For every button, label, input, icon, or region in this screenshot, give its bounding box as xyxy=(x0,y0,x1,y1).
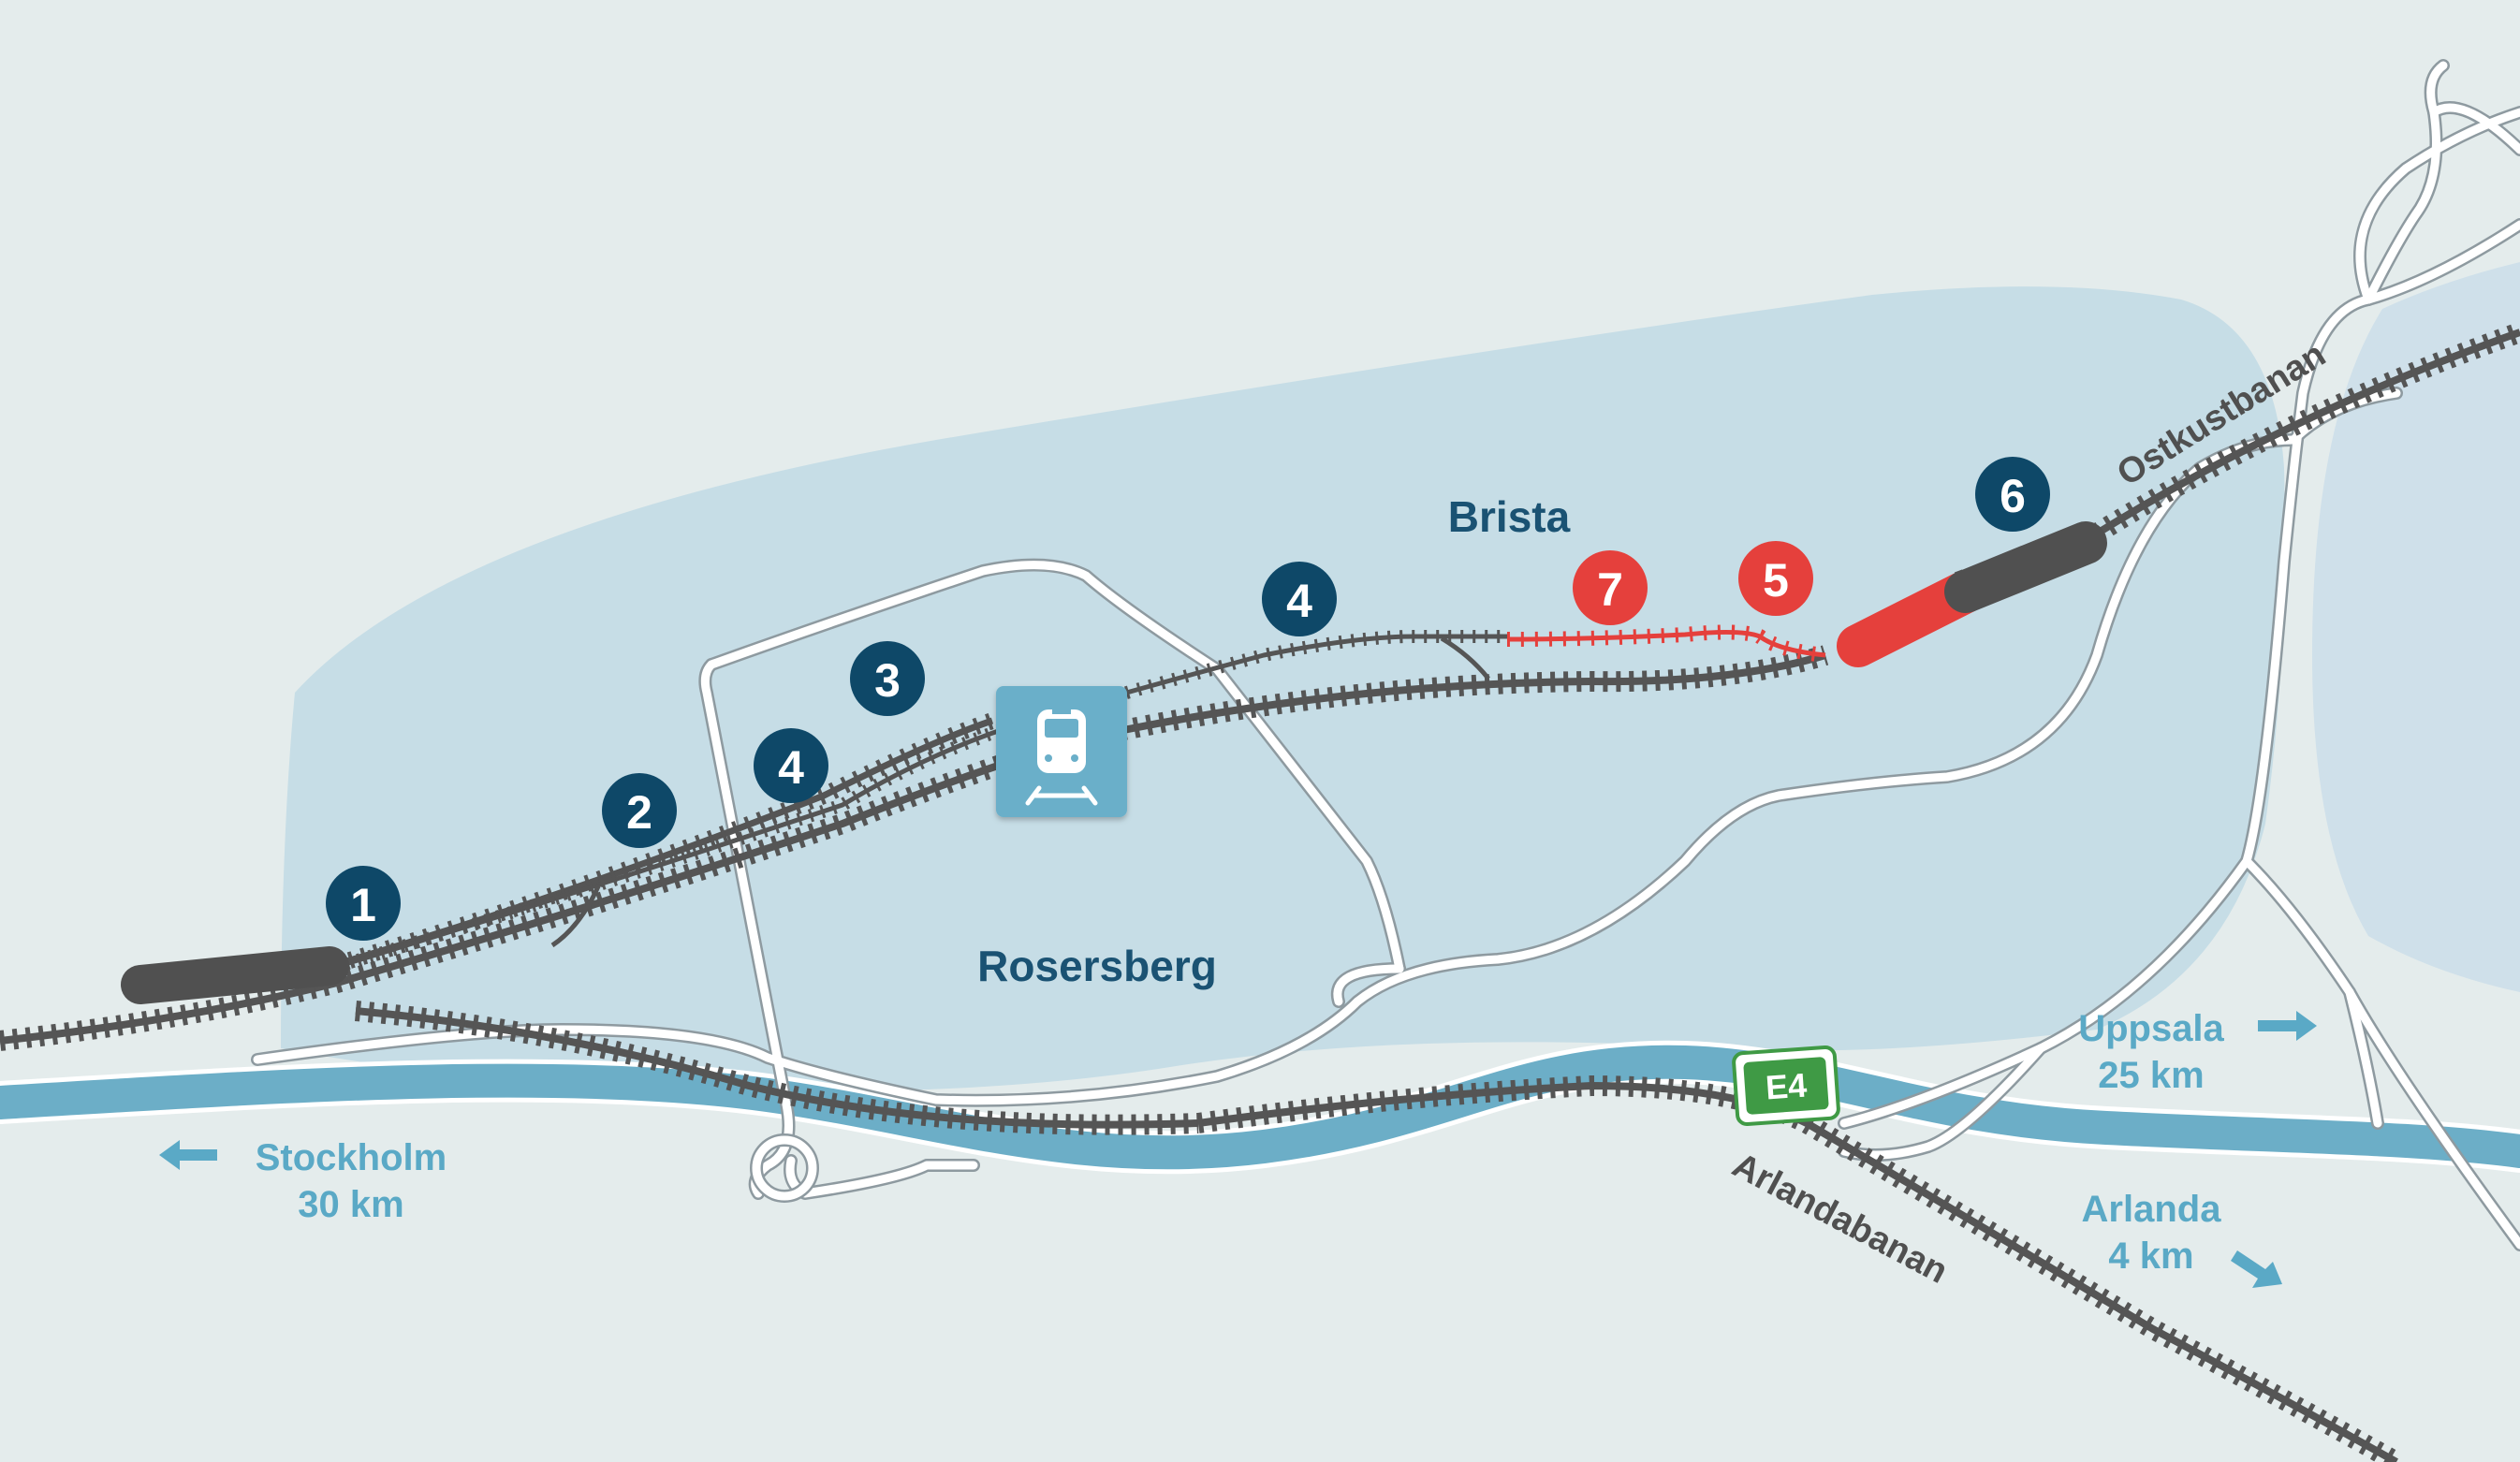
marker-label: 6 xyxy=(2000,470,2026,522)
marker-label: 1 xyxy=(350,879,376,931)
area-rosersberg-brista xyxy=(281,286,2285,1092)
railways xyxy=(0,322,2520,1462)
river-body xyxy=(0,1045,2520,1170)
marker-label: 5 xyxy=(1763,554,1789,607)
arrow-right-icon xyxy=(2258,1011,2317,1041)
marker-6: 6 xyxy=(1975,457,2050,532)
train-station-icon xyxy=(996,686,1127,817)
e4-label: E4 xyxy=(1765,1066,1809,1107)
marker-3: 3 xyxy=(850,641,925,716)
destination-stockholm: Stockholm 30 km xyxy=(159,1137,447,1225)
train-west xyxy=(121,946,349,1004)
marker-label: 2 xyxy=(626,786,652,839)
marker-7: 7 xyxy=(1573,550,1648,625)
place-label-brista: Brista xyxy=(1448,492,1571,541)
marker-label: 4 xyxy=(1286,575,1312,627)
marker-4-west: 4 xyxy=(754,728,828,803)
marker-label: 7 xyxy=(1597,563,1623,616)
road-network xyxy=(251,59,2520,1251)
arrow-down-right-icon xyxy=(2231,1250,2282,1288)
destination-arlanda: Arlanda 4 km xyxy=(2082,1189,2282,1288)
marker-5: 5 xyxy=(1738,541,1813,616)
uppsala-distance: 25 km xyxy=(2098,1055,2204,1096)
uppsala-name: Uppsala xyxy=(2078,1008,2224,1049)
train-east-dark xyxy=(1944,521,2107,613)
marker-2: 2 xyxy=(602,773,677,848)
arrow-left-icon xyxy=(159,1140,217,1170)
marker-label: 3 xyxy=(874,654,901,707)
destination-uppsala: Uppsala 25 km xyxy=(2078,1008,2317,1096)
marker-label: 4 xyxy=(778,741,804,794)
marker-4-east: 4 xyxy=(1262,562,1337,636)
stockholm-distance: 30 km xyxy=(298,1184,403,1225)
stockholm-name: Stockholm xyxy=(256,1137,447,1178)
arlanda-name: Arlanda xyxy=(2082,1189,2222,1230)
marker-1: 1 xyxy=(326,866,401,941)
arlanda-distance: 4 km xyxy=(2108,1235,2193,1277)
e4-road-badge: E4 xyxy=(1732,1045,1840,1127)
area-east xyxy=(2312,262,2520,992)
place-label-rosersberg: Rosersberg xyxy=(977,942,1217,990)
